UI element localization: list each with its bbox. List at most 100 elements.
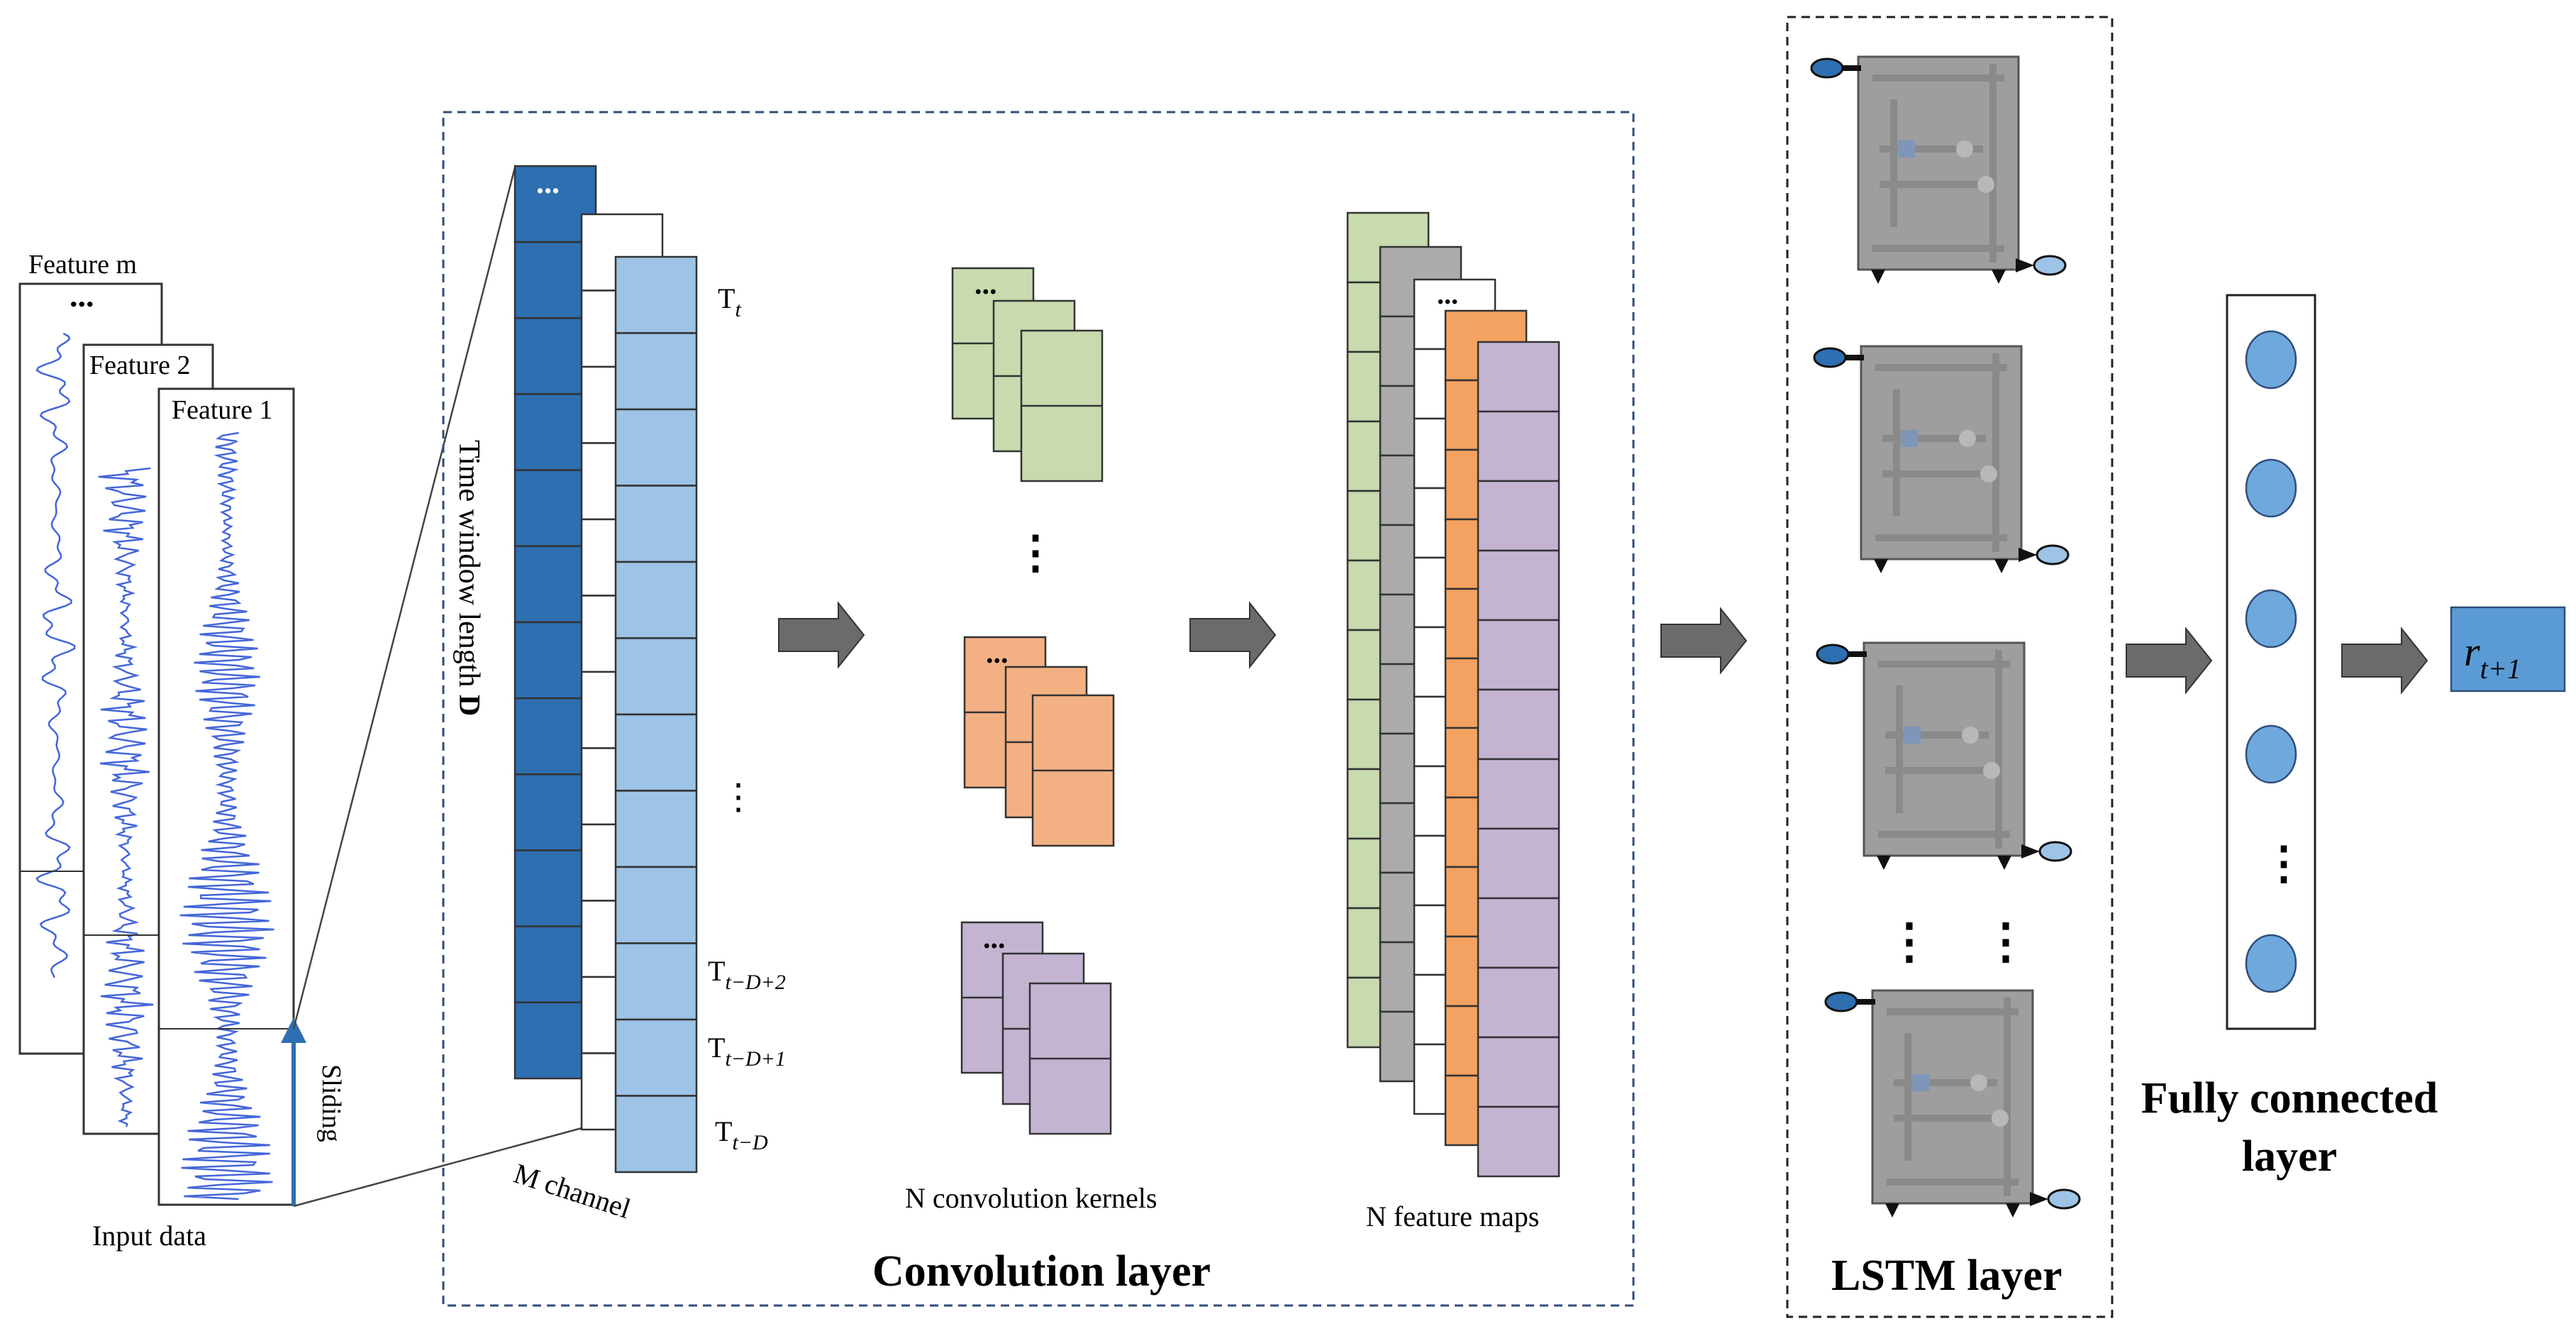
fc-node <box>2245 934 2297 993</box>
lstm-cell <box>1816 641 2072 870</box>
lstm-gate <box>1980 465 1997 482</box>
lstm-dots-right: ⋮ <box>1982 915 2030 968</box>
lstm-down-arrow <box>1874 559 1888 573</box>
kernel-green-dots: ... <box>975 268 997 301</box>
convolution-kernels: ... ⋮ ... ... N convolution kernels <box>905 267 1157 1214</box>
lstm-input-node <box>1824 991 1858 1012</box>
feature-maps: ... N feature maps <box>1346 211 1560 1232</box>
feature-1-signal <box>179 431 274 1200</box>
feature-1-label: Feature 1 <box>172 395 272 425</box>
window-cell-light <box>614 713 698 792</box>
lstm-output-node <box>2047 1188 2081 1210</box>
zoom-line-bottom <box>293 1127 582 1208</box>
window-cell-light <box>614 332 698 411</box>
flow-arrow <box>1189 601 1277 669</box>
fc-node <box>2245 330 2297 390</box>
lstm-gate <box>1959 430 1976 447</box>
feature-2-label: Feature 2 <box>89 350 190 380</box>
kernel-green: ... <box>951 267 1104 482</box>
map-cell-purple <box>1477 897 1560 969</box>
map-cell-purple <box>1477 688 1560 761</box>
lstm-output-arrow <box>2030 1192 2048 1206</box>
window-cell-light <box>614 1095 698 1174</box>
lstm-down-arrow <box>1994 559 2009 573</box>
lstm-down-arrow <box>1877 856 1891 870</box>
window-cell-light <box>614 866 698 944</box>
flow-arrow <box>2126 626 2213 695</box>
lstm-gate <box>1901 430 1918 447</box>
t-window-dots: ⋮ <box>721 777 756 817</box>
lstm-gate <box>1970 1074 1987 1091</box>
feature-1-panel: Feature 1 <box>157 387 295 1206</box>
convolution-layer-title: Convolution layer <box>872 1247 1211 1296</box>
map-cell-purple <box>1477 1036 1560 1108</box>
lstm-layer-title: LSTM layer <box>1831 1252 2062 1300</box>
map-cell-purple <box>1477 341 1560 413</box>
lstm-input-node <box>1816 644 1850 665</box>
feature-map-purple <box>1477 341 1560 1178</box>
window-cell-light <box>614 790 698 868</box>
feature-m-label: Feature m <box>28 250 137 280</box>
fc-node <box>2245 589 2297 648</box>
lstm-down-arrow <box>1871 270 1885 284</box>
feature-m-dots: ... <box>70 277 94 314</box>
lstm-input-node <box>1810 57 1844 79</box>
map-cell-purple <box>1477 549 1560 622</box>
window-cell-light <box>614 942 698 1021</box>
lstm-output-arrow <box>2016 258 2034 272</box>
lstm-cell <box>1824 989 2081 1218</box>
lstm-output-arrow <box>2021 844 2040 859</box>
kernel-orange-dots: ... <box>986 637 1009 670</box>
map-cell-purple <box>1477 758 1560 830</box>
kernel-vertical-dots: ⋮ <box>1013 527 1058 578</box>
channel-column-light <box>614 255 698 1174</box>
window-cell-light <box>614 1018 698 1097</box>
lstm-dots-left: ⋮ <box>1885 915 1933 968</box>
fc-column <box>2226 294 2316 1030</box>
lstm-output-node <box>2038 841 2072 862</box>
kernel-purple-dots: ... <box>983 922 1006 955</box>
window-cell-light <box>614 255 698 334</box>
flow-arrow <box>1660 607 1748 675</box>
window-cell-light <box>614 408 698 487</box>
lstm-output-node <box>2036 544 2070 565</box>
t-label-t-d-1: Tt−D+1 <box>708 1032 786 1071</box>
kernel-purple: ... <box>960 921 1112 1135</box>
lstm-down-arrow <box>1885 1203 1899 1218</box>
window-cell-light <box>614 485 698 563</box>
output-box <box>2450 606 2566 692</box>
fc-node <box>2245 724 2297 784</box>
lstm-down-arrow <box>2006 1203 2020 1218</box>
fc-dots: ⋮ <box>2261 838 2306 888</box>
map-cell-purple <box>1477 619 1560 691</box>
output-label: rt+1 <box>2464 629 2521 685</box>
lstm-gate <box>1992 1110 2009 1127</box>
fc-node <box>2245 458 2297 518</box>
lstm-down-arrow <box>1992 270 2006 284</box>
window-cell-light <box>614 561 698 639</box>
lstm-gate <box>1983 762 2000 779</box>
window-cell-light <box>614 637 698 716</box>
time-window-var: D <box>453 695 485 716</box>
time-window-label: Time window length D <box>453 440 485 716</box>
feature-m-signal <box>35 332 76 978</box>
lstm-layer-box <box>1786 16 2114 1318</box>
input-data-caption: Input data <box>92 1220 206 1252</box>
feature-map-dots: ... <box>1437 278 1458 310</box>
input-data-group: Feature m ... Feature 2 Feature 1 Slidin… <box>18 250 346 1252</box>
time-window-text: Time window length <box>453 440 485 695</box>
zoom-line-top <box>292 167 516 1029</box>
fully-connected-layer: ⋮ Fully connected layer <box>2141 294 2438 1181</box>
lstm-gate <box>1977 176 1994 193</box>
lstm-cell <box>1813 345 2070 573</box>
lstm-gate <box>1962 727 1979 744</box>
map-cell-purple <box>1477 827 1560 900</box>
lstm-gate <box>1956 140 1973 158</box>
fc-title-line2: layer <box>2242 1132 2337 1181</box>
t-label-t-d: Tt−D <box>715 1115 768 1154</box>
maps-caption: N feature maps <box>1366 1200 1539 1232</box>
kernel-orange: ... <box>963 636 1115 847</box>
fc-title-line1: Fully connected <box>2141 1074 2438 1122</box>
sliding-label: Sliding <box>316 1064 346 1142</box>
